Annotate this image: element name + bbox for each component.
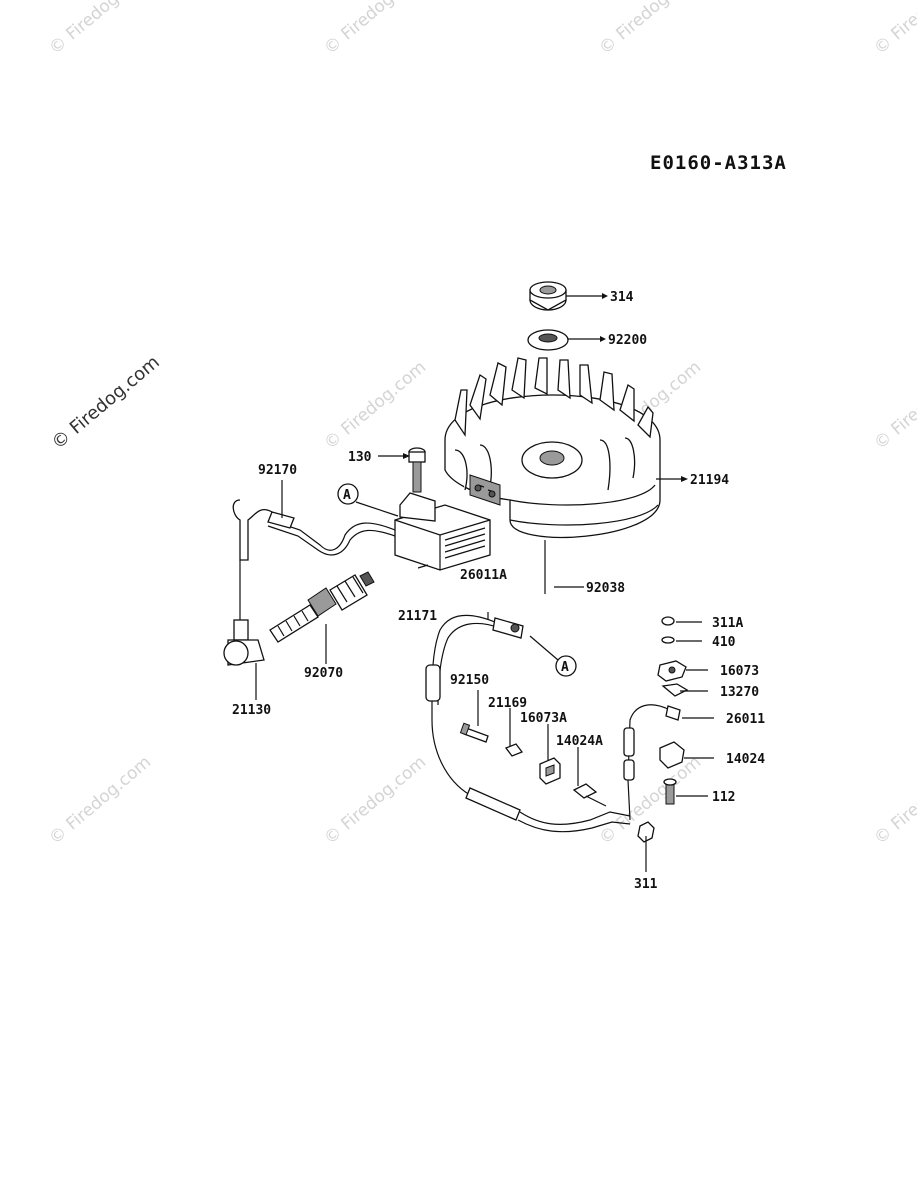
watermark: © Firedog.com	[320, 752, 430, 849]
callout-92170: 92170	[258, 463, 297, 478]
watermark: © Firedog.com	[870, 357, 917, 454]
screw-92150-drawing	[459, 722, 489, 743]
callout-16073A: 16073A	[520, 711, 567, 726]
callout-92070: 92070	[304, 666, 343, 681]
callout-21169: 21169	[488, 696, 527, 711]
watermark-prominent: © Firedog.com	[48, 352, 164, 454]
watermark: © Firedog.com	[45, 0, 155, 59]
callout-314: 314	[610, 290, 634, 305]
callout-130: 130	[348, 450, 372, 465]
callout-410: 410	[712, 635, 736, 650]
callout-14024: 14024	[726, 752, 765, 767]
callout-16073: 16073	[720, 664, 759, 679]
part-21169-drawing	[504, 743, 524, 757]
watermark: © Firedog.com	[320, 0, 430, 59]
watermark: © Firedog.com	[870, 0, 917, 59]
reference-letter: A	[343, 488, 351, 503]
callout-21194: 21194	[690, 473, 729, 488]
washer-92200-drawing	[527, 329, 569, 351]
spark-plug-92070-drawing	[269, 571, 375, 643]
callout-21130: 21130	[232, 703, 271, 718]
reference-marker-a-harness: A	[555, 655, 577, 677]
callout-labels: 314 92200 130 92170 21194 26011A 92038 2…	[232, 290, 765, 892]
stop-switch-14024A-drawing	[572, 783, 607, 807]
watermark: © Firedog.com	[595, 0, 705, 59]
watermark: © Firedog.com	[320, 357, 430, 454]
callout-112: 112	[712, 790, 735, 805]
watermark: © Firedog.com	[870, 752, 917, 849]
bolt-130-drawing	[408, 447, 426, 493]
reference-letter: A	[561, 660, 569, 675]
hardware-set-drawing	[637, 616, 689, 843]
diagram-code: E0160-A313A	[650, 152, 787, 174]
callout-21171: 21171	[398, 609, 437, 624]
callout-14024A: 14024A	[556, 734, 603, 749]
plug-cap-21130-drawing	[223, 499, 295, 666]
stop-wire-26011-drawing	[623, 704, 681, 821]
reference-marker-a-coil: A	[337, 483, 359, 505]
callout-26011A: 26011A	[460, 568, 507, 583]
callout-13270: 13270	[720, 685, 759, 700]
ignition-coil-26011A-drawing	[267, 492, 491, 571]
callout-92038: 92038	[586, 581, 625, 596]
nut-314-drawing	[529, 281, 567, 311]
callout-92200: 92200	[608, 333, 647, 348]
callout-92150: 92150	[450, 673, 489, 688]
callout-26011: 26011	[726, 712, 765, 727]
flywheel-21194-drawing	[444, 357, 661, 539]
watermark: © Firedog.com	[45, 752, 155, 849]
part-16073A-drawing	[539, 757, 561, 785]
wire-harness-21171-drawing	[425, 614, 631, 833]
leader-lines	[255, 293, 714, 872]
callout-311: 311	[634, 877, 658, 892]
callout-311A: 311A	[712, 616, 743, 631]
